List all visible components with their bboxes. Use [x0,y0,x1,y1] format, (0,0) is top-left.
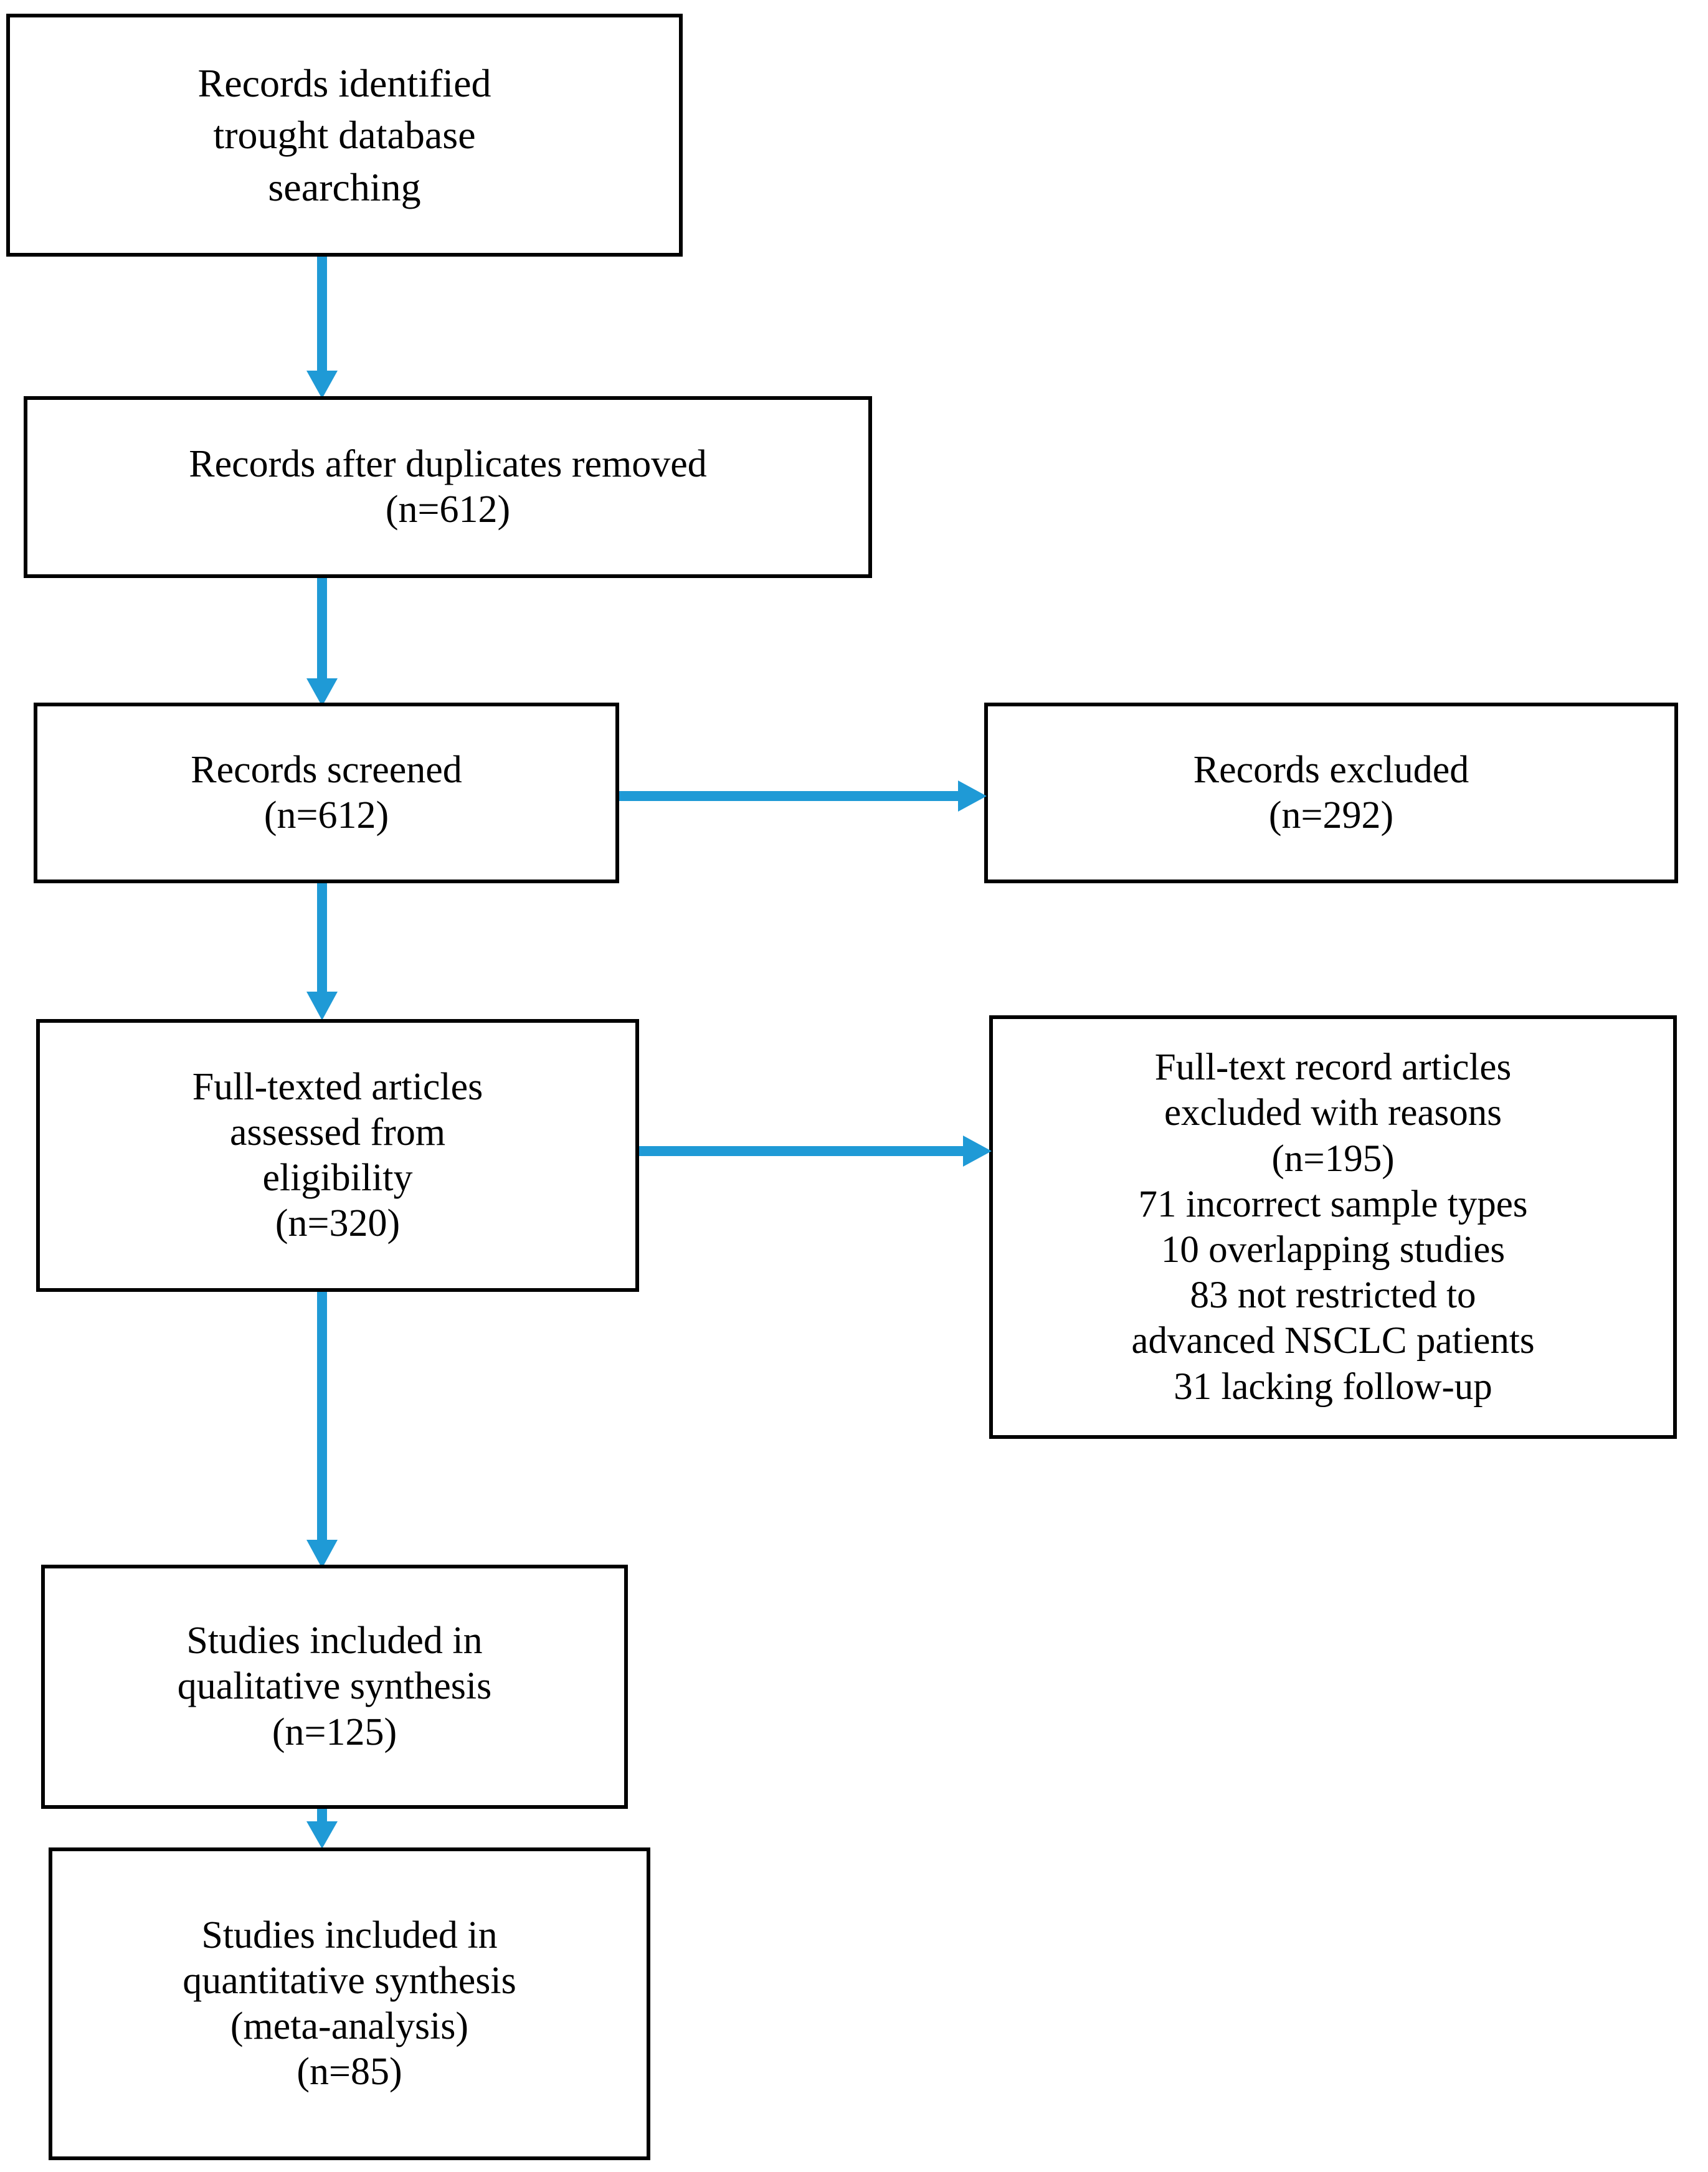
node-studies-included-qualitative-synthesis: Studies included in qualitative synthesi… [41,1565,628,1809]
connector-fulltext-to-qualitative [303,1292,341,1571]
node-line: searching [268,164,421,209]
node-records-excluded: Records excluded (n=292) [984,703,1678,883]
node-records-after-duplicates-removed: Records after duplicates removed (n=612) [24,396,872,578]
connector-duplicates-to-screened [303,578,341,708]
arrow-down-icon [306,257,338,399]
reason-item: 31 lacking follow-up [1174,1365,1492,1408]
node-line: Full-texted articles [192,1065,483,1108]
connector-fulltext-to-reasons [639,1132,1000,1170]
node-line: Full-text record articles [1154,1046,1512,1089]
connector-qualitative-to-quantitative [303,1809,341,1850]
node-full-text-articles-excluded-with-reasons: Full-text record articles excluded with … [989,1015,1677,1439]
node-line: (meta-analysis) [230,2005,469,2047]
node-line: Records screened [191,748,462,791]
node-count: (n=612) [263,794,389,837]
node-line: qualitative synthesis [177,1665,492,1708]
node-count: (n=292) [1268,794,1394,837]
reason-item: 83 not restricted to [1190,1274,1476,1317]
node-records-identified: Records identified trought database sear… [6,14,683,257]
node-line: assessed from [229,1111,446,1154]
connector-screened-to-excluded [619,777,993,815]
node-line: Records after duplicates removed [189,442,707,485]
connector-identified-to-duplicates [303,257,341,400]
node-line: Studies included in [201,1914,498,1956]
node-studies-included-quantitative-synthesis: Studies included in quantitative synthes… [49,1847,650,2160]
node-count: (n=125) [272,1710,397,1753]
arrow-right-icon [619,780,987,812]
node-count: (n=320) [275,1202,401,1245]
node-line: Records identified [197,61,491,106]
arrow-down-icon [306,1809,338,1849]
arrow-down-icon [306,578,338,706]
node-line: quantitative synthesis [183,1959,516,2002]
node-count: (n=195) [1271,1137,1395,1180]
reason-item: advanced NSCLC patients [1131,1320,1535,1362]
node-line: Records excluded [1193,748,1469,791]
node-line: Studies included in [186,1620,483,1662]
node-count: (n=612) [385,488,511,531]
node-full-texted-articles-assessed: Full-texted articles assessed from eligi… [36,1019,639,1292]
arrow-down-icon [306,883,338,1020]
node-line: trought database [213,113,476,158]
arrow-down-icon [306,1292,338,1568]
node-line: eligibility [262,1157,413,1199]
reason-item: 10 overlapping studies [1160,1229,1506,1271]
node-count: (n=85) [297,2051,402,2094]
connector-screened-to-fulltext [303,883,341,1022]
node-line: excluded with reasons [1164,1092,1502,1134]
node-records-screened: Records screened (n=612) [34,703,619,883]
arrow-right-icon [639,1136,992,1167]
reason-item: 71 incorrect sample types [1138,1183,1528,1225]
